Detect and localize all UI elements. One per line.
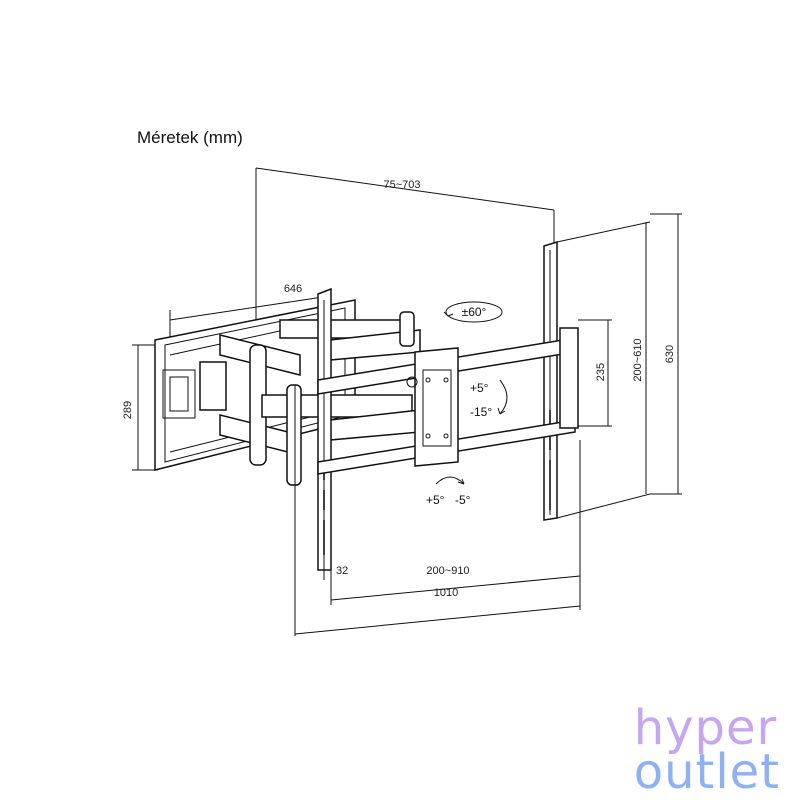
- level-minus-label: -5°: [455, 493, 471, 507]
- dim-rail-horizontal: 200~910: [330, 440, 581, 605]
- right-vertical-rail: [543, 240, 558, 521]
- brand-logo: hyper outlet: [633, 700, 780, 800]
- dim-vesa-vertical: 235: [578, 319, 612, 427]
- dim-total-height-label: 630: [664, 345, 676, 363]
- dim-rail-offset: 32: [323, 560, 348, 580]
- dim-rail-vertical-label: 200~610: [632, 338, 644, 381]
- tilt-down-label: -15°: [470, 405, 492, 419]
- dim-wall-height: 289: [122, 344, 158, 471]
- tilt-up-label: +5°: [470, 381, 489, 395]
- vesa-plate: [406, 347, 459, 467]
- dim-rail-horizontal-label: 200~910: [426, 565, 469, 577]
- dim-total-height: 630: [650, 213, 682, 495]
- dim-wall-height-label: 289: [122, 401, 134, 419]
- tilt-callout: +5° -15°: [470, 379, 508, 419]
- diagram-title: Méretek (mm): [137, 128, 243, 147]
- dim-total-width-label: 1010: [434, 587, 458, 599]
- dim-rail-vertical: 200~610: [556, 221, 651, 519]
- dim-rail-offset-label: 32: [336, 565, 348, 577]
- swivel-callout: ±60°: [443, 301, 503, 323]
- dim-top-span: 75~703: [255, 167, 555, 330]
- swivel-label: ±60°: [462, 305, 487, 319]
- dim-vesa-vertical-label: 235: [595, 363, 607, 381]
- level-callout: +5° -5°: [426, 476, 471, 507]
- dim-top-span-label: 75~703: [383, 179, 420, 191]
- dim-arm-length: 646: [169, 283, 324, 340]
- logo-line-2: outlet: [633, 744, 780, 800]
- level-plus-label: +5°: [426, 493, 445, 507]
- dim-total-width: 1010: [294, 385, 581, 636]
- left-vertical-rail: [317, 287, 332, 571]
- logo-line-1: hyper: [633, 700, 778, 756]
- dim-arm-length-label: 646: [284, 283, 302, 295]
